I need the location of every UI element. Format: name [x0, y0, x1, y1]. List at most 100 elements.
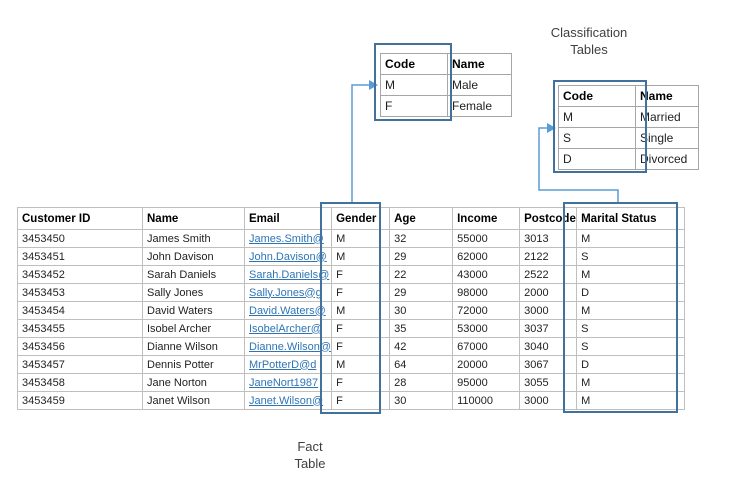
email-link[interactable]: Janet.Wilson@ [249, 394, 324, 407]
column-header: Name [635, 85, 699, 107]
table-cell: IsobelArcher@ [243, 319, 333, 338]
column-header: Age [389, 207, 454, 230]
table-cell: F [331, 283, 391, 302]
email-link[interactable]: John.Davison@ [249, 250, 327, 263]
classification-label-line2: Tables [570, 42, 608, 57]
table-cell: 2122 [519, 247, 578, 266]
table-cell: M [380, 74, 448, 96]
table-cell: M [558, 106, 636, 128]
table-cell: 20000 [452, 355, 521, 374]
table-cell: M [576, 265, 686, 284]
table-cell: JaneNort1987 [243, 373, 333, 392]
table-cell: Sally.Jones@g [243, 283, 333, 302]
table-cell: F [331, 391, 391, 410]
table-cell: James Smith [142, 229, 245, 248]
table-cell: 3453453 [17, 283, 143, 302]
table-cell: 3453454 [17, 301, 143, 320]
table-cell: D [558, 148, 636, 170]
email-link[interactable]: IsobelArcher@ [249, 322, 322, 335]
fact-label-line2: Table [294, 456, 326, 471]
table-cell: Male [447, 74, 512, 96]
table-cell: 95000 [452, 373, 521, 392]
table-cell: 3453455 [17, 319, 143, 338]
table-cell: Janet.Wilson@ [243, 391, 333, 410]
table-cell: 3000 [519, 391, 578, 410]
table-cell: Dennis Potter [142, 355, 245, 374]
table-cell: 22 [389, 265, 454, 284]
classification-tables-label: Classification Tables [519, 24, 659, 58]
table-cell: D [576, 355, 686, 374]
table-cell: 64 [389, 355, 454, 374]
email-link[interactable]: Sarah.Daniels@ [249, 268, 330, 281]
table-cell: Female [447, 95, 512, 117]
gender-arrowhead-icon [369, 80, 378, 90]
table-cell: 55000 [452, 229, 521, 248]
table-cell: John Davison [142, 247, 245, 266]
table-cell: S [558, 127, 636, 149]
email-link[interactable]: Sally.Jones@g [249, 286, 322, 299]
email-link[interactable]: JaneNort1987 [249, 376, 319, 389]
table-cell: M [576, 301, 686, 320]
table-cell: 3013 [519, 229, 578, 248]
table-cell: Sally Jones [142, 283, 245, 302]
email-link[interactable]: MrPotterD@d [249, 358, 317, 371]
table-cell: 3453451 [17, 247, 143, 266]
table-cell: F [331, 373, 391, 392]
gender-connector-line [351, 84, 369, 203]
table-cell: 67000 [452, 337, 521, 356]
table-cell: F [380, 95, 448, 117]
table-cell: 2000 [519, 283, 578, 302]
column-header: Marital Status [576, 207, 686, 230]
table-cell: Sarah.Daniels@ [243, 265, 333, 284]
table-cell: Dianne.Wilson@ [243, 337, 333, 356]
table-cell: Married [635, 106, 699, 128]
table-cell: 30 [389, 391, 454, 410]
table-cell: 3067 [519, 355, 578, 374]
table-cell: David Waters [142, 301, 245, 320]
table-cell: Isobel Archer [142, 319, 245, 338]
table-cell: 3055 [519, 373, 578, 392]
table-cell: 72000 [452, 301, 521, 320]
table-cell: 3453458 [17, 373, 143, 392]
column-header: Code [558, 85, 636, 107]
table-cell: F [331, 319, 391, 338]
table-cell: M [576, 229, 686, 248]
table-cell: Sarah Daniels [142, 265, 245, 284]
table-cell: M [576, 373, 686, 392]
table-cell: M [331, 247, 391, 266]
table-cell: James.Smith@ [243, 229, 333, 248]
table-cell: F [331, 265, 391, 284]
table-cell: Janet Wilson [142, 391, 245, 410]
classification-label-line1: Classification [550, 25, 628, 40]
table-cell: 32 [389, 229, 454, 248]
table-cell: 35 [389, 319, 454, 338]
column-header: Customer ID [17, 207, 143, 230]
table-cell: 30 [389, 301, 454, 320]
email-link[interactable]: James.Smith@ [249, 232, 324, 245]
column-header: Code [380, 53, 448, 75]
fact-label-line1: Fact [297, 439, 323, 454]
table-cell: 3037 [519, 319, 578, 338]
table-cell: Jane Norton [142, 373, 245, 392]
table-cell: 2522 [519, 265, 578, 284]
email-link[interactable]: Dianne.Wilson@ [249, 340, 332, 353]
table-cell: 3453452 [17, 265, 143, 284]
email-link[interactable]: David.Waters@ [249, 304, 326, 317]
table-cell: M [331, 355, 391, 374]
table-cell: Dianne Wilson [142, 337, 245, 356]
